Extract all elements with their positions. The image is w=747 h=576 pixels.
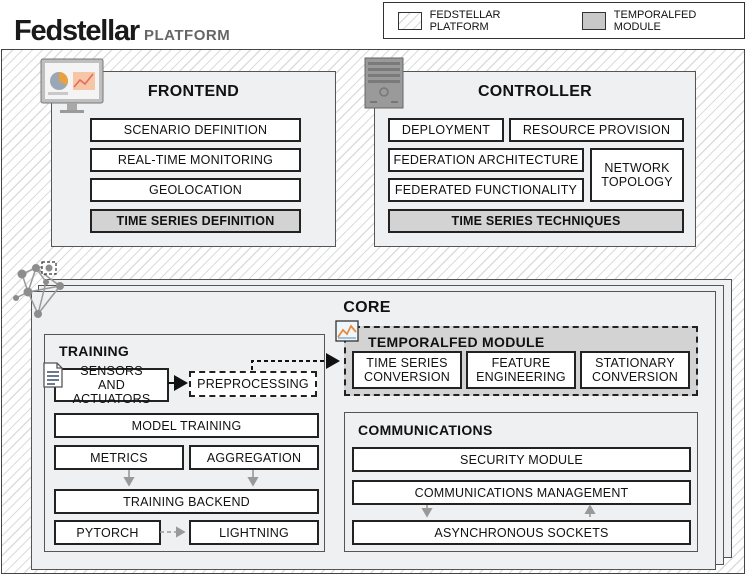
- federation-architecture-box: FEDERATION ARCHITECTURE: [388, 148, 584, 172]
- time-series-techniques-box: TIME SERIES TECHNIQUES: [388, 209, 684, 233]
- network-icon: [12, 258, 74, 320]
- temporalfed-title: TEMPORALFED MODULE: [368, 334, 545, 350]
- deployment-box: DEPLOYMENT: [388, 118, 504, 142]
- legend-item-fedstellar: FEDSTELLAR PLATFORM: [398, 9, 560, 33]
- legend-label-fedstellar: FEDSTELLAR PLATFORM: [429, 8, 501, 33]
- platform-logo: Fedstellar PLATFORM: [14, 14, 230, 46]
- communications-title: COMMUNICATIONS: [358, 422, 493, 438]
- communications-panel: COMMUNICATIONS SECURITY MODULE COMMUNICA…: [344, 412, 698, 552]
- legend-item-temporalfed: TEMPORALFED MODULE: [582, 9, 744, 33]
- legend-swatch-gray: [582, 11, 606, 30]
- model-training-box: MODEL TRAINING: [54, 413, 319, 438]
- monitor-icon: [40, 58, 106, 118]
- aggregation-box: AGGREGATION: [189, 445, 319, 470]
- controller-title: CONTROLLER: [477, 83, 593, 100]
- legend-label-temporalfed: TEMPORALFED MODULE: [613, 8, 697, 33]
- temporalfed-module: TEMPORALFED MODULE TIME SERIES CONVERSIO…: [344, 326, 698, 396]
- legend: FEDSTELLAR PLATFORM TEMPORALFED MODULE: [383, 2, 745, 39]
- stationary-conversion-box: STATIONARY CONVERSION: [580, 351, 690, 389]
- metrics-box: METRICS: [54, 445, 184, 470]
- scenario-definition-box: SCENARIO DEFINITION: [90, 118, 301, 142]
- sensors-actuators-box: SENSORS AND ACTUATORS: [54, 364, 169, 406]
- lightning-box: LIGHTNING: [189, 520, 319, 545]
- geolocation-box: GEOLOCATION: [90, 178, 301, 202]
- controller-panel: CONTROLLER DEPLOYMENT RESOURCE PROVISION…: [374, 71, 696, 247]
- preprocessing-box: PREPROCESSING: [189, 371, 317, 397]
- frontend-panel: FRONTEND SCENARIO DEFINITION REAL-TIME M…: [51, 71, 336, 247]
- time-series-definition-box: TIME SERIES DEFINITION: [90, 209, 301, 233]
- network-topology-box: NETWORK TOPOLOGY: [590, 148, 684, 202]
- training-title: TRAINING: [59, 343, 130, 359]
- legend-swatch-hatched: [398, 11, 422, 30]
- feature-engineering-box: FEATURE ENGINEERING: [466, 351, 576, 389]
- pytorch-box: PYTORCH: [54, 520, 161, 545]
- training-panel: TRAINING SENSORS AND ACTUATORS PREPROCES…: [44, 334, 325, 552]
- resource-provision-box: RESOURCE PROVISION: [509, 118, 684, 142]
- time-series-conversion-box: TIME SERIES CONVERSION: [352, 351, 462, 389]
- training-backend-box: TRAINING BACKEND: [54, 489, 319, 514]
- frontend-title: FRONTEND: [147, 83, 240, 100]
- federated-functionality-box: FEDERATED FUNCTIONALITY: [388, 178, 584, 202]
- logo-brand: Fedstellar: [14, 15, 140, 47]
- chart-icon: [335, 320, 359, 342]
- server-icon: [364, 57, 404, 109]
- asynchronous-sockets-box: ASYNCHRONOUS SOCKETS: [352, 520, 691, 545]
- realtime-monitoring-box: REAL-TIME MONITORING: [90, 148, 301, 172]
- document-icon: [42, 362, 64, 388]
- logo-suffix: PLATFORM: [144, 27, 231, 44]
- core-title: CORE: [343, 299, 391, 316]
- security-module-box: SECURITY MODULE: [352, 447, 691, 472]
- communications-management-box: COMMUNICATIONS MANAGEMENT: [352, 480, 691, 505]
